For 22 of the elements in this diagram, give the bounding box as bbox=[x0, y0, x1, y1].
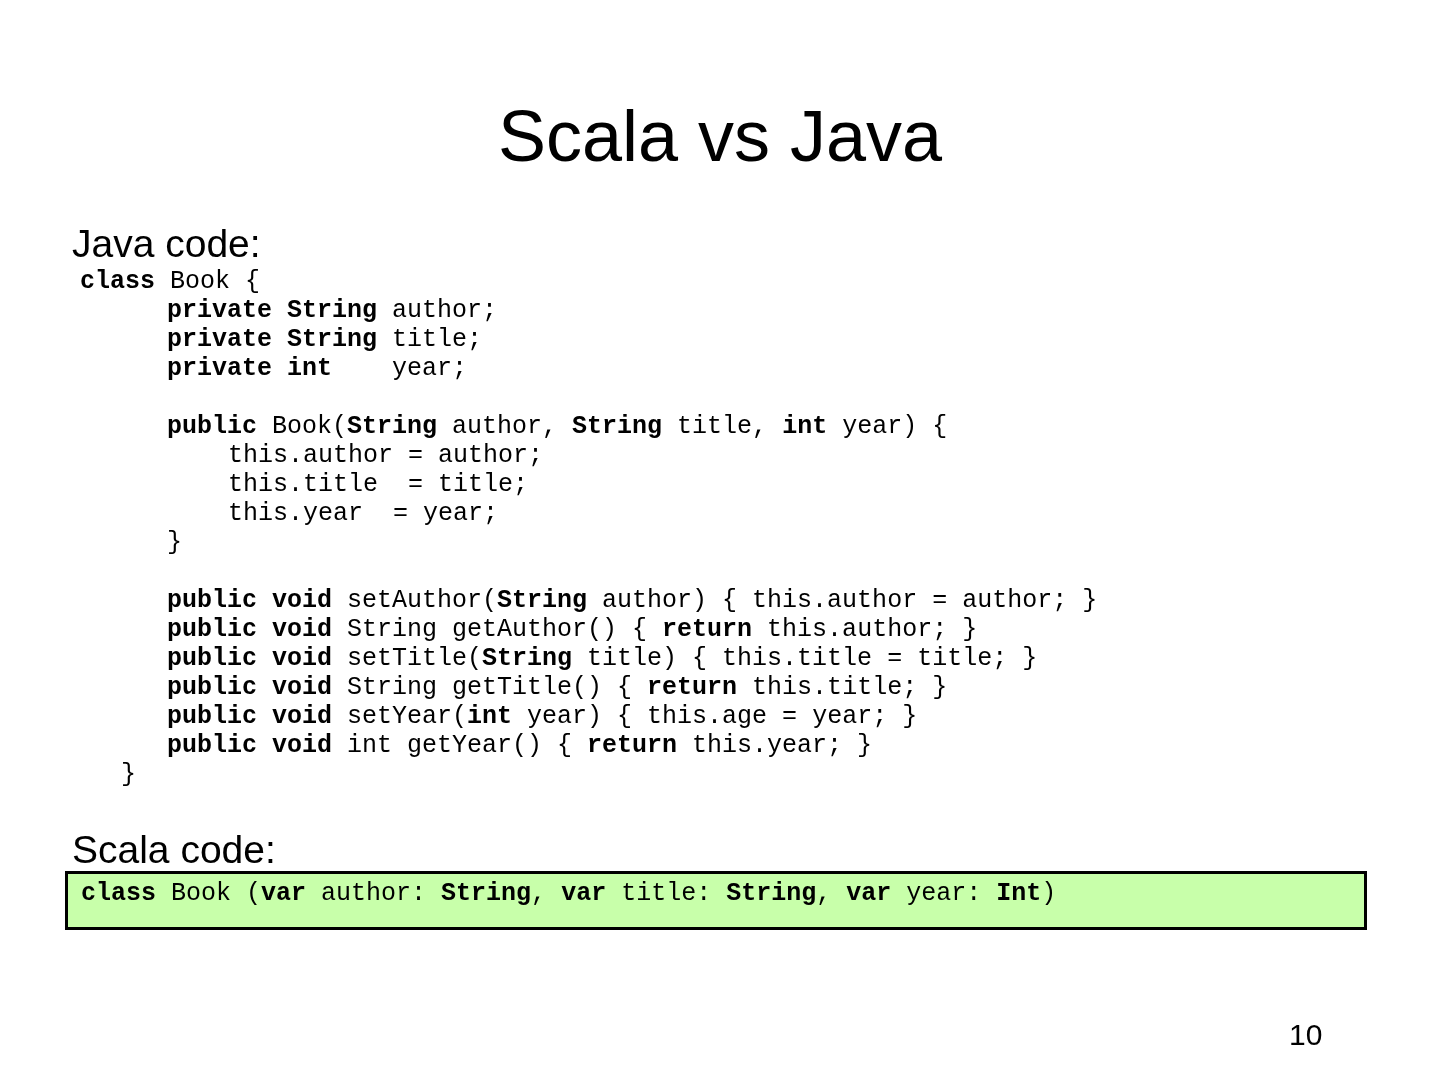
code-line: this.title = title; bbox=[228, 471, 529, 500]
code-line: public void setYear(int year) { this.age = year; } bbox=[167, 703, 918, 732]
code-line: } bbox=[121, 761, 136, 790]
code-line: public void setTitle(String title) { this.title = title; } bbox=[167, 645, 1038, 674]
code-line: this.author = author; bbox=[228, 442, 544, 471]
code-line: class Book (var author: String, var title: String, var year: Int) bbox=[81, 880, 1057, 909]
code-line: public Book(String author, String title, int year) { bbox=[167, 413, 948, 442]
slide-title: Scala vs Java bbox=[496, 95, 944, 178]
code-line: private String title; bbox=[167, 326, 483, 355]
code-line: public void setAuthor(String author) { this.author = author; } bbox=[167, 587, 1098, 616]
section-heading: Java code: bbox=[72, 222, 261, 267]
section-heading: Scala code: bbox=[72, 828, 276, 873]
code-box bbox=[65, 871, 1367, 930]
code-line: private String author; bbox=[167, 297, 498, 326]
code-line: public void int getYear() { return this.year; } bbox=[167, 732, 873, 761]
code-line: class Book { bbox=[80, 268, 261, 297]
code-line: public void String getTitle() { return this.title; } bbox=[167, 674, 948, 703]
code-line: this.year = year; bbox=[228, 500, 499, 529]
code-line: } bbox=[167, 529, 182, 558]
code-line: private int year; bbox=[167, 355, 468, 384]
page-number: 10 bbox=[1289, 1018, 1323, 1053]
code-line: public void String getAuthor() { return this.author; } bbox=[167, 616, 978, 645]
